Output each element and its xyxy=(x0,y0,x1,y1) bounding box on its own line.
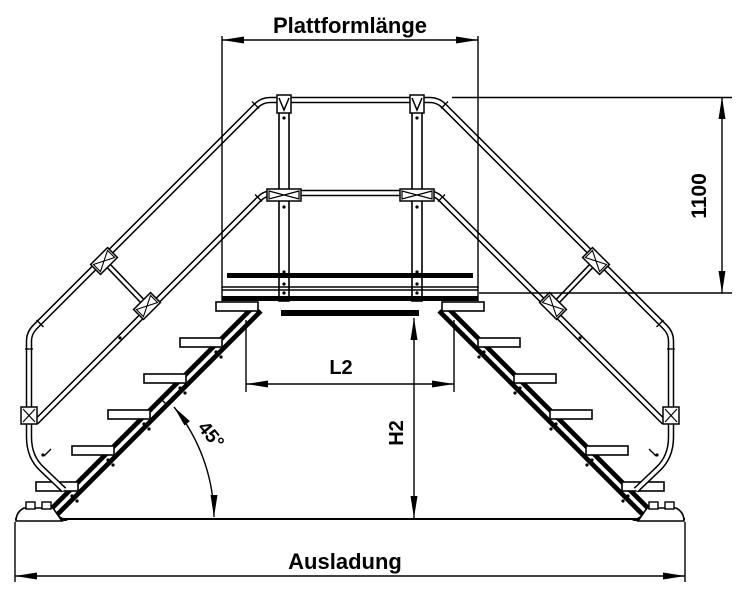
dim-l2: L2 xyxy=(245,320,455,392)
dim-label-l2: L2 xyxy=(329,357,352,379)
arrowhead xyxy=(456,36,478,44)
arrowhead xyxy=(718,271,726,293)
left-base-plate xyxy=(15,501,68,522)
right-angle-mark xyxy=(153,398,169,407)
dim-guardrail-height-1100: 1100 xyxy=(452,96,732,294)
right-stair-treads xyxy=(441,301,665,492)
arrowhead xyxy=(246,380,268,388)
left-handrail-brace xyxy=(101,258,150,309)
dim-label-overhang: Ausladung xyxy=(288,549,402,574)
right-handrail-brace xyxy=(550,258,599,309)
arrowhead xyxy=(15,572,37,580)
arrowhead xyxy=(174,407,190,426)
arrowhead xyxy=(718,97,726,119)
left-stair-stringer xyxy=(49,303,263,517)
rail-joint-ticks xyxy=(25,101,675,457)
right-stair-stringer xyxy=(437,303,651,517)
dim-overhang: Ausladung xyxy=(14,522,686,582)
arrowhead xyxy=(410,318,418,340)
arrowhead xyxy=(432,380,454,388)
right-base-plate xyxy=(632,501,685,522)
dim-stair-angle: 45° xyxy=(153,398,228,518)
arrowhead xyxy=(222,36,244,44)
platform-deck xyxy=(221,273,479,316)
dim-platform-length: Plattformlänge xyxy=(221,13,479,288)
left-stair-treads xyxy=(35,301,259,492)
tread-bolt-dots xyxy=(70,350,630,503)
dim-label-1100: 1100 xyxy=(688,173,711,219)
arrowhead xyxy=(210,495,218,517)
post-bolt-dots xyxy=(41,116,659,457)
dim-h2: H2 xyxy=(386,318,418,518)
arrowhead xyxy=(410,496,418,518)
dim-label-h2: H2 xyxy=(386,420,408,446)
dim-label-platform-length: Plattformlänge xyxy=(273,13,427,38)
knee-rail xyxy=(33,189,667,425)
arrowhead xyxy=(663,572,685,580)
top-handrail xyxy=(25,96,675,493)
rail-clamps xyxy=(20,94,680,425)
